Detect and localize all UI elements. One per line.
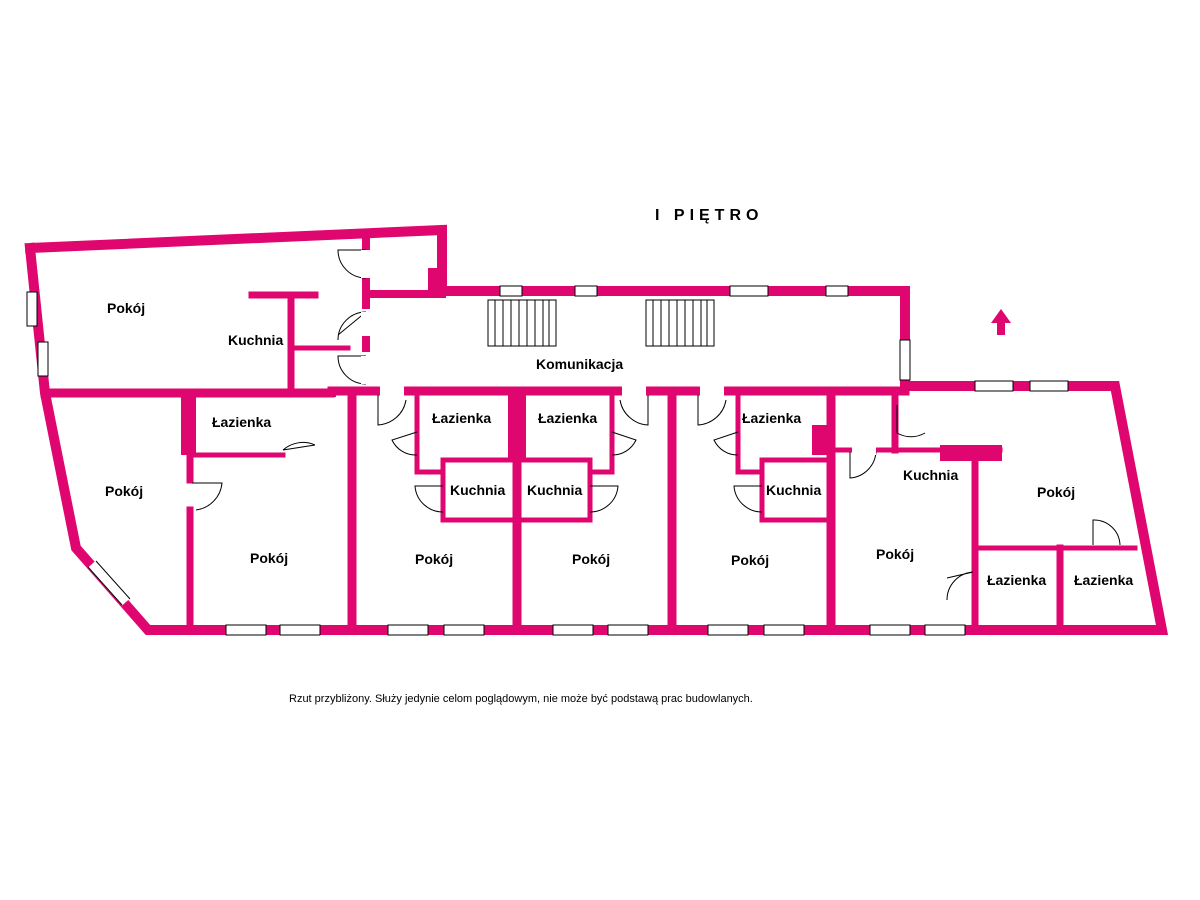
room-label: Kuchnia (527, 482, 582, 498)
room-label: Komunikacja (536, 356, 623, 372)
room-label: Pokój (876, 546, 914, 562)
room-label: Pokój (105, 483, 143, 499)
room-label: Pokój (250, 550, 288, 566)
walls (24, 224, 1169, 635)
room-label: Łazienka (538, 410, 597, 426)
stairs (487, 299, 715, 347)
window-diagonal (87, 560, 131, 606)
room-label: Pokój (572, 551, 610, 567)
room-label: Łazienka (1074, 572, 1133, 588)
north-arrow-icon (991, 309, 1011, 335)
room-label: Łazienka (432, 410, 491, 426)
room-label: Pokój (1037, 484, 1075, 500)
floor-title: I PIĘTRO (655, 207, 763, 224)
room-labels: Pokój Kuchnia Komunikacja Łazienka Pokój… (105, 300, 1133, 588)
room-label: Łazienka (987, 572, 1046, 588)
room-label: Łazienka (212, 414, 271, 430)
disclaimer-note: Rzut przybliżony. Służy jedynie celom po… (289, 693, 753, 705)
room-label: Kuchnia (450, 482, 505, 498)
room-label: Pokój (415, 551, 453, 567)
windows (26, 285, 1069, 636)
room-label: Kuchnia (903, 467, 958, 483)
room-label: Pokój (731, 552, 769, 568)
room-label: Łazienka (742, 410, 801, 426)
room-label: Kuchnia (228, 332, 283, 348)
doors (192, 249, 1121, 601)
room-label: Pokój (107, 300, 145, 316)
room-label: Kuchnia (766, 482, 821, 498)
